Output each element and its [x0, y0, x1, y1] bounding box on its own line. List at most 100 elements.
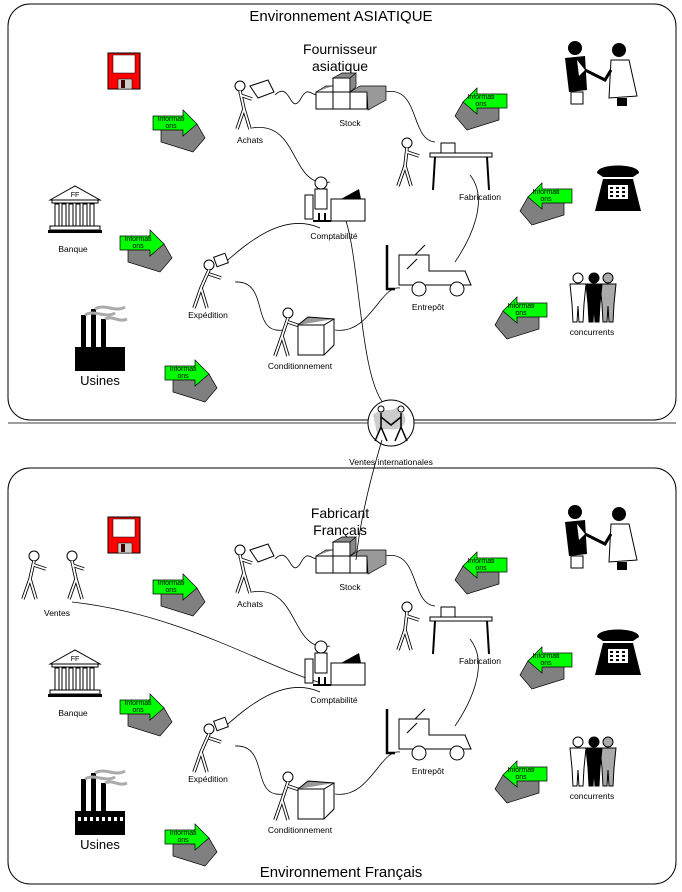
forklift-icon: [385, 244, 472, 297]
bank-column: [68, 203, 74, 227]
smoke: [84, 769, 128, 786]
phone-key: [610, 195, 613, 197]
accountant-icon: [304, 176, 366, 222]
flow-connector: [251, 127, 331, 183]
panel-title: Environnement Français: [260, 864, 423, 881]
label-usines: Usines: [80, 837, 120, 852]
flow-connector: [71, 601, 319, 683]
label-banque: Banque: [58, 244, 88, 254]
bank-icon: FF: [48, 649, 102, 697]
panel-border: [7, 3, 677, 421]
bank-column: [54, 203, 60, 227]
packer-icon: [273, 771, 335, 821]
arrow-shape: [454, 87, 508, 131]
floppy-disk-icon: [107, 516, 141, 554]
flow-connector: [234, 745, 284, 795]
phone-key: [622, 655, 625, 657]
info-label-line1: Informati: [507, 767, 535, 774]
flow-connector: [251, 591, 331, 647]
bank-column: [61, 203, 67, 227]
window: [108, 817, 111, 821]
label-ventes-internationales: Ventes internationales: [349, 457, 433, 467]
arrow-face: [527, 646, 573, 674]
flow-connector: [274, 554, 319, 569]
flow-connector: [221, 687, 321, 730]
person-body: [397, 611, 420, 651]
arrow-face: [462, 87, 508, 115]
bank-column: [68, 667, 74, 691]
handshake-icon: [565, 505, 638, 570]
bank-column: [75, 203, 81, 227]
flow-connector: [454, 174, 479, 263]
info-label-line2: ons: [515, 310, 527, 317]
smoke: [84, 305, 128, 322]
floppy-disk-icon: [107, 52, 141, 90]
person-body-outline: [192, 733, 222, 773]
flow-connector: [274, 90, 319, 105]
factory-icon: [75, 305, 128, 371]
handshake-icon: [21, 550, 85, 600]
flow-connector: [234, 281, 284, 331]
chimney: [91, 773, 96, 813]
phone-key: [610, 655, 613, 657]
arrow-shape: [164, 359, 218, 403]
worker-icon: [396, 601, 493, 655]
window: [96, 817, 99, 821]
bank-column: [61, 667, 67, 691]
arrow-face: [164, 359, 210, 387]
phone-key: [622, 187, 625, 189]
bank-column: [89, 203, 95, 227]
info-label-line1: Informati: [467, 94, 495, 101]
accountant-icon: [304, 640, 366, 686]
person-body-outline: [273, 781, 301, 821]
info-label-line2: ons: [177, 373, 189, 380]
supplier-title-line1: Fabricant: [311, 505, 369, 521]
person-head: [234, 544, 246, 556]
window: [114, 817, 117, 821]
window: [84, 817, 87, 821]
person-body: [236, 554, 253, 594]
flow-connector: [355, 439, 383, 561]
label-fabrication: Fabrication: [459, 656, 501, 666]
label-achats: Achats: [237, 599, 263, 609]
phone-key: [610, 187, 613, 189]
label-achats: Achats: [237, 135, 263, 145]
info-label-line2: ons: [540, 196, 552, 203]
box: [349, 555, 368, 574]
globe-handshake-icon: [367, 399, 415, 447]
label-conditionnement: Conditionnement: [268, 361, 333, 371]
flow-connector: [384, 91, 436, 143]
flow-connector: [334, 287, 401, 331]
arrow-shape: [152, 109, 206, 153]
bank-column: [89, 667, 95, 691]
person-body: [397, 147, 420, 187]
label-entrepot: Entrepôt: [412, 302, 445, 312]
person-head: [401, 601, 413, 613]
phone-key: [622, 191, 625, 193]
info-label-line2: ons: [515, 774, 527, 781]
bank-column: [75, 667, 81, 691]
phone-key: [616, 655, 619, 657]
box: [315, 555, 334, 574]
arrow-face: [119, 693, 165, 721]
info-label-line1: Informati: [507, 303, 535, 310]
arrow-face: [152, 109, 198, 137]
phone-key: [610, 659, 613, 661]
flow-connector: [334, 751, 401, 795]
info-label-line2: ons: [475, 565, 487, 572]
chimney: [101, 319, 106, 359]
info-label-line1: Informati: [124, 236, 152, 243]
info-label-line2: ons: [132, 243, 144, 250]
phone-key: [616, 191, 619, 193]
flow-connector: [221, 223, 321, 266]
person-body: [193, 733, 222, 773]
person-body: [22, 560, 47, 600]
label-entrepot: Entrepôt: [412, 766, 445, 776]
